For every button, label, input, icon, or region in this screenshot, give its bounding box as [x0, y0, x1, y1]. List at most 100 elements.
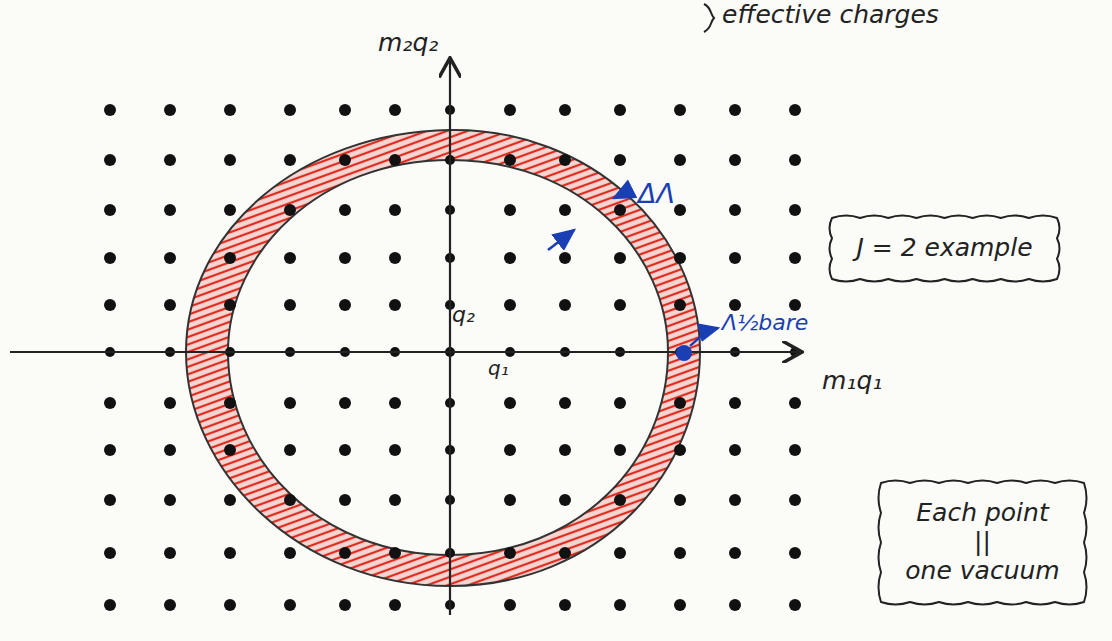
lattice-dot	[504, 299, 516, 311]
lattice-dot	[339, 104, 351, 116]
lattice-dot	[729, 104, 741, 116]
lattice-dot	[674, 204, 686, 216]
lattice-dot	[614, 547, 626, 559]
lattice-dot	[284, 397, 296, 409]
lattice-dot	[389, 547, 401, 559]
lattice-dot	[104, 397, 116, 409]
lattice-dot	[504, 444, 516, 456]
lattice-dot	[559, 494, 571, 506]
lattice-dot	[164, 154, 176, 166]
lattice-dot	[504, 397, 516, 409]
lattice-dot	[674, 299, 686, 311]
lattice-dot	[504, 252, 516, 264]
lattice-dot	[674, 494, 686, 506]
lattice-dot	[789, 444, 801, 456]
lattice-dot	[164, 204, 176, 216]
axis-label: q₁	[488, 356, 509, 380]
lattice-dot	[104, 252, 116, 264]
lattice-dot	[504, 104, 516, 116]
lattice-dot	[389, 599, 401, 611]
lattice-dot	[389, 204, 401, 216]
lattice-dot	[789, 299, 801, 311]
lattice-dot	[224, 104, 236, 116]
lattice-dot	[389, 154, 401, 166]
lattice-dot	[339, 252, 351, 264]
leader-line	[548, 230, 574, 250]
lattice-dot	[339, 444, 351, 456]
lattice-dot	[224, 154, 236, 166]
lattice-dot	[224, 547, 236, 559]
note-text: one vacuum	[875, 557, 1090, 586]
lattice-dot	[284, 494, 296, 506]
lattice-dot	[614, 204, 626, 216]
lattice-dot	[789, 252, 801, 264]
lattice-dot	[789, 104, 801, 116]
lattice-dot	[164, 444, 176, 456]
lattice-dot	[789, 599, 801, 611]
note-text: ||	[875, 528, 1090, 557]
lattice-dot	[559, 204, 571, 216]
lattice-dot	[789, 154, 801, 166]
lattice-dot	[224, 494, 236, 506]
note-text: Each point	[875, 499, 1090, 528]
lattice-dot	[559, 599, 571, 611]
lattice-dot	[504, 599, 516, 611]
lattice-dot	[504, 204, 516, 216]
lattice-dot	[504, 494, 516, 506]
vertical-axis	[449, 60, 451, 615]
lattice-dot	[104, 494, 116, 506]
lattice-dot	[729, 252, 741, 264]
lattice-dot	[789, 547, 801, 559]
lattice-dot	[504, 547, 516, 559]
lattice-dot	[389, 252, 401, 264]
brace	[704, 4, 714, 32]
lattice-dot	[729, 204, 741, 216]
blue-annotation: ΔΛ	[638, 178, 675, 209]
lattice-dot	[284, 299, 296, 311]
lattice-dot	[284, 547, 296, 559]
lattice-dot	[164, 494, 176, 506]
lattice-dot	[789, 204, 801, 216]
lattice-dot	[164, 599, 176, 611]
lattice-dot	[389, 104, 401, 116]
lattice-dot	[614, 299, 626, 311]
lattice-dot	[104, 154, 116, 166]
axis-label: q₂	[452, 302, 475, 327]
lattice-dot	[614, 104, 626, 116]
lattice-dot	[284, 204, 296, 216]
lattice-dot	[104, 547, 116, 559]
note-text: effective charges	[722, 0, 939, 29]
lattice-dot	[164, 299, 176, 311]
lattice-dot	[729, 299, 741, 311]
lattice-dot	[389, 299, 401, 311]
lattice-dot	[614, 599, 626, 611]
leader-line	[690, 328, 718, 346]
lattice-dot	[339, 299, 351, 311]
lattice-dot	[339, 599, 351, 611]
lattice-dot	[729, 154, 741, 166]
lattice-dot	[104, 444, 116, 456]
lattice-dot	[284, 154, 296, 166]
cloud-note: J = 2 example	[826, 212, 1063, 285]
lattice-dot	[674, 397, 686, 409]
lattice-dot	[224, 599, 236, 611]
lattice-dot	[559, 444, 571, 456]
lattice-dot	[674, 599, 686, 611]
lattice-dot	[164, 547, 176, 559]
lattice-dot	[104, 299, 116, 311]
lattice-dot	[164, 104, 176, 116]
lattice-dot	[729, 397, 741, 409]
lattice-dot	[729, 494, 741, 506]
lattice-dot	[789, 397, 801, 409]
lattice-dot	[389, 444, 401, 456]
lattice-dot	[104, 204, 116, 216]
lattice-dot	[559, 547, 571, 559]
lattice-dot	[339, 397, 351, 409]
lattice-dot	[674, 547, 686, 559]
note-text: J = 2 example	[826, 234, 1063, 263]
lattice-dot	[284, 252, 296, 264]
lattice-dot	[339, 494, 351, 506]
lattice-dot	[674, 252, 686, 264]
lattice-dot	[164, 252, 176, 264]
lattice-dot	[614, 252, 626, 264]
